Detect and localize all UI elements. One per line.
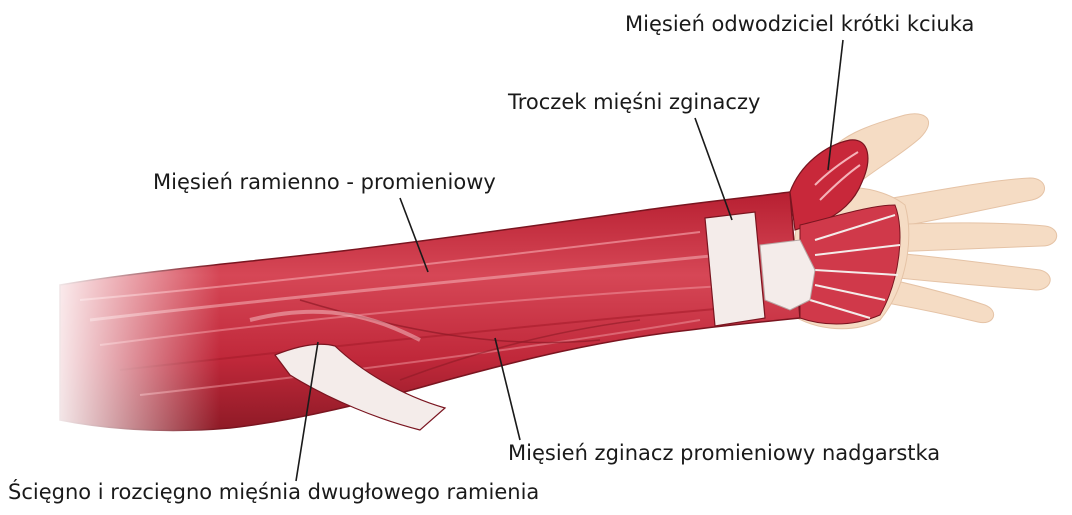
label-brachioradialis: Mięsień ramienno - promieniowy xyxy=(153,172,496,193)
label-flexor-retinaculum: Troczek mięśni zginaczy xyxy=(508,92,760,113)
label-flexor-carpi-radialis: Mięsień zginacz promieniowy nadgarstka xyxy=(508,443,940,464)
label-bicipital-aponeurosis: Ścięgno i rozcięgno mięśnia dwugłowego r… xyxy=(8,482,539,503)
palmar-tendons xyxy=(800,205,900,324)
flexor-retinaculum xyxy=(705,212,765,326)
middle-finger xyxy=(885,223,1057,252)
label-abductor-pollicis-brevis: Mięsień odwodziciel krótki kciuka xyxy=(625,14,974,35)
